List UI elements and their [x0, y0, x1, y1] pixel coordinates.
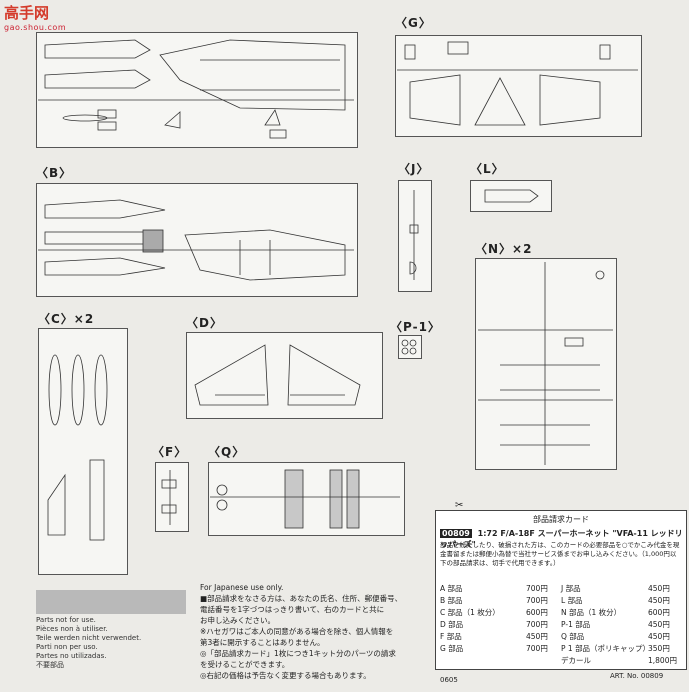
price-label: A 部品	[440, 584, 463, 593]
price-value: 450円	[648, 632, 670, 641]
price-value: 600円	[526, 608, 548, 617]
price-label: F 部品	[440, 632, 462, 641]
japanese-use-line: ※ハセガワはご本人の同意がある場合を除き、個人情報を	[200, 627, 394, 636]
section-title-n: 〈N〉×2	[475, 242, 533, 256]
price-label: D 部品	[440, 620, 464, 629]
price-label: J 部品	[561, 584, 581, 593]
unused-parts-it: Parti non per uso.	[36, 643, 98, 651]
price-value: 450円	[648, 584, 670, 593]
section-title-f: 〈F〉	[152, 445, 188, 459]
price-label: G 部品	[440, 644, 464, 653]
price-label: B 部品	[440, 596, 463, 605]
card-note: 部品を紛失したり、破損された方は、このカードの必要部品を○でかこみ代金を現金書留…	[440, 541, 680, 567]
unused-parts-en: Parts not for use.	[36, 616, 96, 624]
section-title-q: 〈Q〉	[208, 445, 246, 459]
sprue-d	[186, 332, 383, 419]
unused-parts-swatch	[36, 590, 186, 614]
unused-parts-fr: Pièces non à utiliser.	[36, 625, 108, 633]
japanese-use-line: ■部品請求をなさる方は、あなたの氏名、住所、郵便番号、	[200, 594, 403, 603]
price-label: デカール	[561, 656, 591, 665]
unused-parts-de: Teile werden nicht verwendet.	[36, 634, 142, 642]
unused-parts-notice: Parts not for use. Pièces non à utiliser…	[36, 616, 141, 670]
price-value: 450円	[648, 596, 670, 605]
price-value: 700円	[526, 644, 548, 653]
japanese-use-notice: For Japanese use only. ■部品請求をなさる方は、あなたの氏…	[200, 582, 425, 681]
japanese-use-line: ◎右記の価格は予告なく変更する場合もあります。	[200, 671, 371, 680]
section-title-c: 〈C〉×2	[38, 312, 95, 326]
section-title-g: 〈G〉	[395, 16, 432, 30]
sprue-f	[155, 462, 189, 532]
card-title: 部品請求カード	[533, 515, 589, 524]
scissors-icon: ✂	[455, 500, 464, 511]
sprue-n	[475, 258, 617, 470]
price-label: P-1 部品	[561, 620, 591, 629]
japanese-use-heading: For Japanese use only.	[200, 583, 284, 592]
card-header: 00809 1:72 F/A-18F スーパーホーネット "VFA-11 レッド…	[440, 528, 686, 550]
card-code: 00809	[440, 529, 472, 538]
section-title-l: 〈L〉	[470, 162, 505, 176]
section-title-p1: 〈P-1〉	[390, 320, 441, 334]
price-value: 700円	[526, 620, 548, 629]
price-value: 450円	[526, 632, 548, 641]
japanese-use-line: を受けることができます。	[200, 660, 290, 669]
sprue-q	[208, 462, 405, 536]
japanese-use-line: 第3者に開示することはありません。	[200, 638, 325, 647]
price-value: 350円	[648, 644, 670, 653]
price-value: 450円	[648, 620, 670, 629]
price-label: Q 部品	[561, 632, 585, 641]
site-logo: 高手网 gao.shou.com	[4, 2, 66, 32]
price-label: N 部品（1 枚分）	[561, 608, 622, 617]
price-label: L 部品	[561, 596, 583, 605]
unused-parts-jp: 不要部品	[36, 661, 64, 669]
section-title-b: 〈B〉	[36, 166, 73, 180]
price-value: 700円	[526, 596, 548, 605]
logo-sub: gao.shou.com	[4, 23, 67, 32]
japanese-use-line: お申し込みください。	[200, 616, 275, 625]
price-value: 700円	[526, 584, 548, 593]
logo-main: 高手网	[4, 4, 50, 22]
sprue-j	[398, 180, 432, 292]
card-scale: 1:72	[477, 529, 498, 538]
price-value: 1,800円	[648, 656, 677, 665]
card-kit-name: F/A-18F スーパーホーネット "VFA-11 レッドリッパーズ"	[440, 529, 683, 549]
art-number: ART. No. 00809	[610, 672, 664, 680]
footer-code: 0605	[440, 676, 458, 684]
japanese-use-line: ◎「部品請求カード」1枚につき1キット分のパーツの請求	[200, 649, 396, 658]
price-value: 600円	[648, 608, 670, 617]
sprue-b	[36, 183, 358, 297]
price-label: P 1 部品（ポリキャップ）	[561, 644, 651, 653]
unused-parts-es: Partes no utilizadas.	[36, 652, 107, 660]
price-label: C 部品（1 枚分）	[440, 608, 500, 617]
sprue-g	[395, 35, 642, 137]
section-title-d: 〈D〉	[186, 316, 223, 330]
section-title-j: 〈J〉	[398, 162, 430, 176]
sprue-p1	[398, 335, 422, 359]
japanese-use-line: 電話番号を1字づつはっきり書いて、右のカードと共に	[200, 605, 385, 614]
parts-request-card: 部品請求カード 00809 1:72 F/A-18F スーパーホーネット "VF…	[435, 510, 687, 670]
